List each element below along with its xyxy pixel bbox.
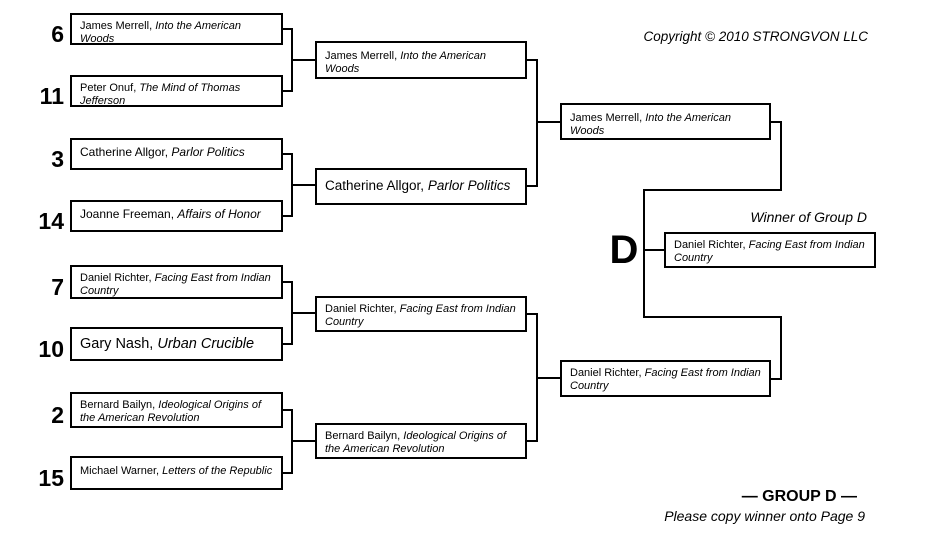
connector-line [770, 378, 782, 380]
connector-line [282, 281, 293, 283]
entrant-title: Ideological Origins of the American Revo… [80, 399, 262, 425]
entrant-title: Facing East from Indian Country [80, 272, 271, 298]
connector-line [282, 215, 293, 217]
round1-match-box: Peter Onuf, The Mind of Thomas Jefferson [70, 75, 283, 107]
connector-line [643, 189, 645, 318]
entrant-author: Daniel Richter, [80, 272, 152, 284]
seed-number: 3 [51, 145, 64, 172]
connector-line [282, 409, 293, 411]
connector-line [291, 312, 315, 314]
round1-match-box: Gary Nash, Urban Crucible [70, 327, 283, 361]
connector-line [643, 189, 782, 191]
seed-number: 6 [51, 20, 64, 47]
entrant-author: Gary Nash, [80, 336, 154, 352]
connector-line [643, 316, 782, 318]
seed-number: 10 [38, 335, 64, 362]
seed-number: 14 [38, 207, 64, 234]
entrant-title: Into the American Woods [325, 50, 486, 76]
entrant-author: Michael Warner, [80, 465, 160, 477]
round1-match-box: Catherine Allgor, Parlor Politics [70, 138, 283, 170]
entrant-author: James Merrell, [570, 112, 643, 124]
connector-line [780, 121, 782, 191]
connector-line [291, 59, 315, 61]
round1-match-box: Daniel Richter, Facing East from Indian … [70, 265, 283, 299]
entrant-title: Parlor Politics [427, 178, 511, 193]
round1-match-box: Joanne Freeman, Affairs of Honor [70, 200, 283, 232]
entrant-author: Daniel Richter, [570, 367, 642, 379]
entrant-author: Bernard Bailyn, [325, 430, 401, 442]
entrant-title: Into the American Woods [570, 112, 731, 138]
footer-note: Please copy winner onto Page 9 [664, 508, 865, 524]
round2-match-box: Daniel Richter, Facing East from Indian … [315, 296, 527, 332]
entrant-author: James Merrell, [80, 20, 153, 32]
seed-number: 11 [39, 82, 64, 109]
entrant-author: Daniel Richter, [674, 239, 746, 251]
seed-number: 2 [51, 401, 64, 428]
connector-line [526, 59, 538, 61]
seed-number: 15 [38, 464, 64, 491]
entrant-title: Into the American Woods [80, 20, 241, 46]
round1-match-box: Bernard Bailyn, Ideological Origins of t… [70, 392, 283, 428]
connector-line [282, 28, 293, 30]
entrant-author: Catherine Allgor, [325, 178, 425, 193]
connector-line [536, 377, 560, 379]
entrant-author: Bernard Bailyn, [80, 399, 156, 411]
connector-line [536, 121, 560, 123]
semifinal-match-box: James Merrell, Into the American Woods [560, 103, 771, 140]
entrant-title: Affairs of Honor [177, 207, 261, 221]
group-letter: D [609, 227, 639, 272]
copyright-text: Copyright © 2010 STRONGVON LLC [643, 29, 868, 44]
connector-line [770, 121, 782, 123]
winner-box: Daniel Richter, Facing East from Indian … [664, 232, 876, 268]
connector-line [282, 90, 293, 92]
round1-match-box: James Merrell, Into the American Woods [70, 13, 283, 45]
entrant-title: Facing East from Indian Country [674, 239, 865, 265]
connector-line [282, 343, 293, 345]
entrant-author: Catherine Allgor, [80, 145, 169, 159]
seed-number: 7 [51, 273, 64, 300]
entrant-author: James Merrell, [325, 50, 398, 62]
entrant-title: Parlor Politics [171, 145, 245, 159]
connector-line [282, 472, 293, 474]
entrant-author: Peter Onuf, [80, 82, 137, 94]
connector-line [780, 316, 782, 380]
entrant-author: Joanne Freeman, [80, 207, 175, 221]
round2-match-box: Bernard Bailyn, Ideological Origins of t… [315, 423, 527, 459]
entrant-title: Facing East from Indian Country [325, 303, 516, 329]
entrant-title: Letters of the Republic [162, 465, 273, 477]
winner-caption: Winner of Group D [750, 209, 867, 225]
connector-line [291, 440, 315, 442]
connector-line [291, 184, 315, 186]
round1-match-box: Michael Warner, Letters of the Republic [70, 456, 283, 490]
connector-line [536, 59, 538, 187]
round2-match-box: Catherine Allgor, Parlor Politics [315, 168, 527, 205]
connector-line [526, 440, 538, 442]
connector-line [282, 153, 293, 155]
group-label: — GROUP D — [741, 488, 857, 505]
connector-line [526, 185, 538, 187]
entrant-title: Ideological Origins of the American Revo… [325, 430, 507, 456]
entrant-title: Facing East from Indian Country [570, 367, 761, 393]
entrant-title: The Mind of Thomas Jefferson [80, 82, 241, 108]
connector-line [526, 313, 538, 315]
semifinal-match-box: Daniel Richter, Facing East from Indian … [560, 360, 771, 397]
round2-match-box: James Merrell, Into the American Woods [315, 41, 527, 79]
entrant-title: Urban Crucible [157, 336, 255, 352]
entrant-author: Daniel Richter, [325, 303, 397, 315]
connector-line [643, 249, 664, 251]
